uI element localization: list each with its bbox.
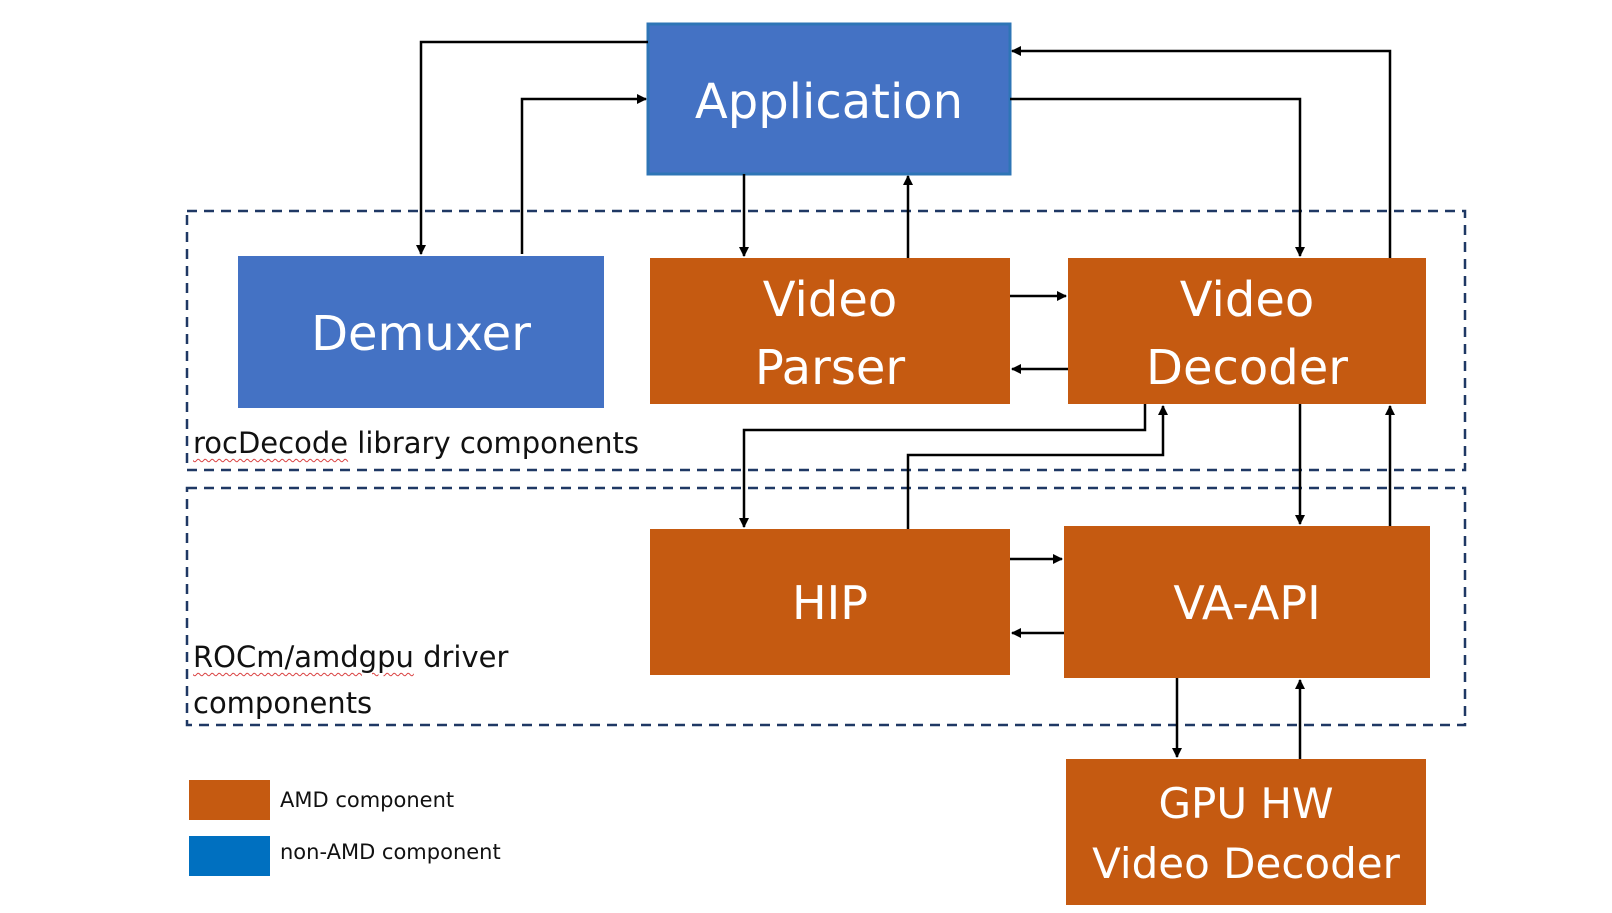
arrow-application-to-demuxer [416, 40, 648, 255]
arrow-hip-to-video-decoder [906, 405, 1168, 529]
driver-region-label-rest: driver [413, 640, 509, 674]
arrow-application-to-video-decoder [1010, 97, 1305, 257]
video-decoder-label-line2: Decoder [1146, 340, 1348, 396]
gpu-hw-video-decoder-box [1066, 759, 1426, 905]
driver-region-frame [185, 486, 1467, 727]
legend-amd-label: AMD component [280, 788, 455, 812]
video-decoder-label-line1: Video [1180, 272, 1314, 328]
legend-non-amd-swatch [189, 836, 270, 876]
arrow-video-decoder-to-hip [739, 404, 1147, 528]
library-region-label-rest: library components [348, 426, 639, 460]
library-region-label-word: rocDecode [193, 426, 349, 460]
arrow-video-decoder-to-application [1011, 46, 1392, 258]
legend-amd-swatch [189, 780, 270, 820]
arrow-demuxer-to-application [520, 94, 647, 254]
gpu-hw-label-line2: Video Decoder [1092, 839, 1400, 888]
application-box [646, 22, 1012, 176]
demuxer-label: Demuxer [311, 306, 531, 362]
driver-region-label: ROCm/amdgpu driver components [193, 634, 508, 726]
driver-region-label-word: ROCm/amdgpu [193, 640, 414, 674]
library-region-frame [185, 209, 1467, 472]
application-label: Application [695, 74, 963, 130]
hip-label: HIP [792, 576, 868, 630]
video-parser-label-line1: Video [763, 272, 897, 328]
driver-region-label-line1: ROCm/amdgpu driver [193, 634, 508, 680]
gpu-hw-label-line1: GPU HW [1158, 779, 1333, 828]
video-parser-label-line2: Parser [755, 340, 905, 396]
va-api-label: VA-API [1173, 576, 1320, 630]
video-parser-box [650, 258, 1010, 404]
hip-box [650, 529, 1010, 675]
library-region-label: rocDecode library components [193, 420, 639, 466]
legend-non-amd-label: non-AMD component [280, 840, 501, 864]
va-api-box [1064, 526, 1430, 678]
demuxer-box [238, 256, 604, 408]
video-decoder-box [1068, 258, 1426, 404]
driver-region-label-line2: components [193, 686, 373, 720]
